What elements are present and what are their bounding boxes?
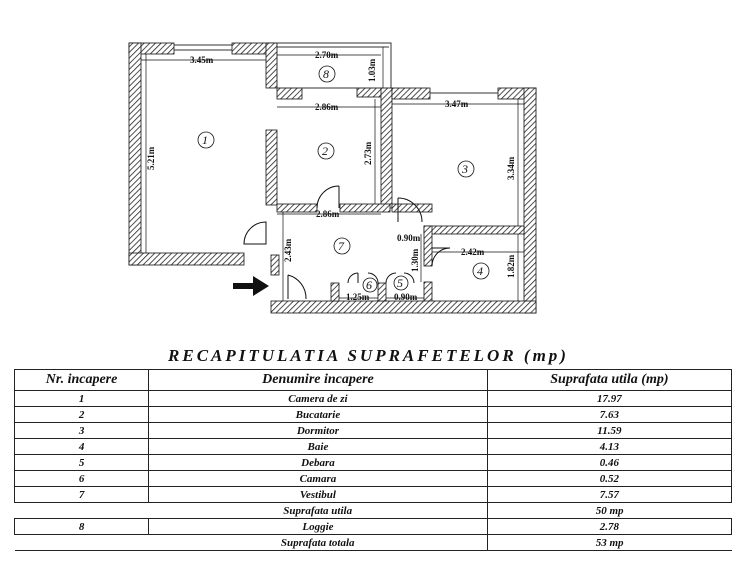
walls <box>128 42 537 314</box>
dim-2-86-top: 2.86m <box>315 102 339 112</box>
cell-area: 0.46 <box>486 454 733 471</box>
usable-area-total-row: Suprafata utila 50 mp <box>14 502 732 519</box>
room-number-1: 1 <box>202 133 208 147</box>
cell-nr: 4 <box>13 438 150 455</box>
cell-name: Camera de zi <box>148 390 488 407</box>
cell-nr: 2 <box>13 406 150 423</box>
cell-name: Debara <box>148 454 488 471</box>
cell-nr: 6 <box>13 470 150 487</box>
room-number-5: 5 <box>397 276 403 290</box>
total-area-row: Suprafata totala 53 mp <box>14 534 732 551</box>
header-room-name: Denumire incapere <box>148 369 488 391</box>
dim-0-90-a: 0.90m <box>397 233 421 243</box>
dim-3-45: 3.45m <box>190 55 214 65</box>
dim-1-25: 1.25m <box>346 292 370 302</box>
entrance-arrow <box>233 276 269 296</box>
cell-nr: 5 <box>13 454 150 471</box>
dim-1-82: 1.82m <box>506 254 516 278</box>
summary-title: RECAPITULATIA SUPRAFETELOR (mp) <box>168 346 569 365</box>
room-number-2: 2 <box>322 144 328 158</box>
cell-nr: 7 <box>13 486 150 503</box>
cell-area: 7.57 <box>486 486 733 503</box>
dim-1-03: 1.03m <box>367 58 377 82</box>
cell-area: 17.97 <box>486 390 733 407</box>
cell-name: Bucatarie <box>148 406 488 423</box>
loggia-outline <box>174 42 498 94</box>
dim-3-34: 3.34m <box>506 156 516 180</box>
dim-3-47: 3.47m <box>445 99 469 109</box>
cell-name: Loggie <box>148 518 488 535</box>
usable-area-value: 50 mp <box>486 502 732 519</box>
cell-area: 11.59 <box>486 422 733 439</box>
total-area-label: Suprafata totala <box>148 534 488 551</box>
room-number-3: 3 <box>461 162 468 176</box>
dim-2-43: 2.43m <box>283 238 293 262</box>
header-room-number: Nr. incapere <box>13 369 150 391</box>
room-number-8: 8 <box>323 67 329 81</box>
cell-name: Camara <box>148 470 488 487</box>
dim-2-73: 2.73m <box>363 141 373 165</box>
cell-nr: 8 <box>13 518 150 535</box>
dimension-lines <box>141 47 524 301</box>
room-number-7: 7 <box>338 239 345 253</box>
dim-5-21: 5.21m <box>146 146 156 170</box>
dim-2-70: 2.70m <box>315 50 339 60</box>
usable-area-label: Suprafata utila <box>148 502 488 519</box>
cell-area: 2.78 <box>486 518 733 535</box>
dim-1-30: 1.30m <box>410 248 420 272</box>
dim-0-90-b: 0.90m <box>394 292 418 302</box>
cell-name: Baie <box>148 438 488 455</box>
cell-nr: 1 <box>13 390 150 407</box>
cell-area: 0.52 <box>486 470 733 487</box>
total-area-value: 53 mp <box>486 534 732 551</box>
room-number-4: 4 <box>477 264 483 278</box>
cell-name: Vestibul <box>148 486 488 503</box>
area-summary-table: Nr. incapere Denumire incapere Suprafata… <box>13 369 733 551</box>
cell-area: 4.13 <box>486 438 733 455</box>
dim-2-42: 2.42m <box>461 247 485 257</box>
cell-name: Dormitor <box>148 422 488 439</box>
room-number-6: 6 <box>366 278 372 292</box>
dim-2-86-mid: 2.86m <box>316 209 340 219</box>
table-header-row: Nr. incapere Denumire incapere Suprafata… <box>13 369 733 391</box>
cell-nr: 3 <box>13 422 150 439</box>
doors <box>243 185 451 300</box>
cell-area: 7.63 <box>486 406 733 423</box>
floor-plan: 3.45m 2.70m 1.03m 2.86m 3.47m 5.21m 2.73… <box>128 42 537 314</box>
header-usable-area: Suprafata utila (mp) <box>486 369 733 391</box>
